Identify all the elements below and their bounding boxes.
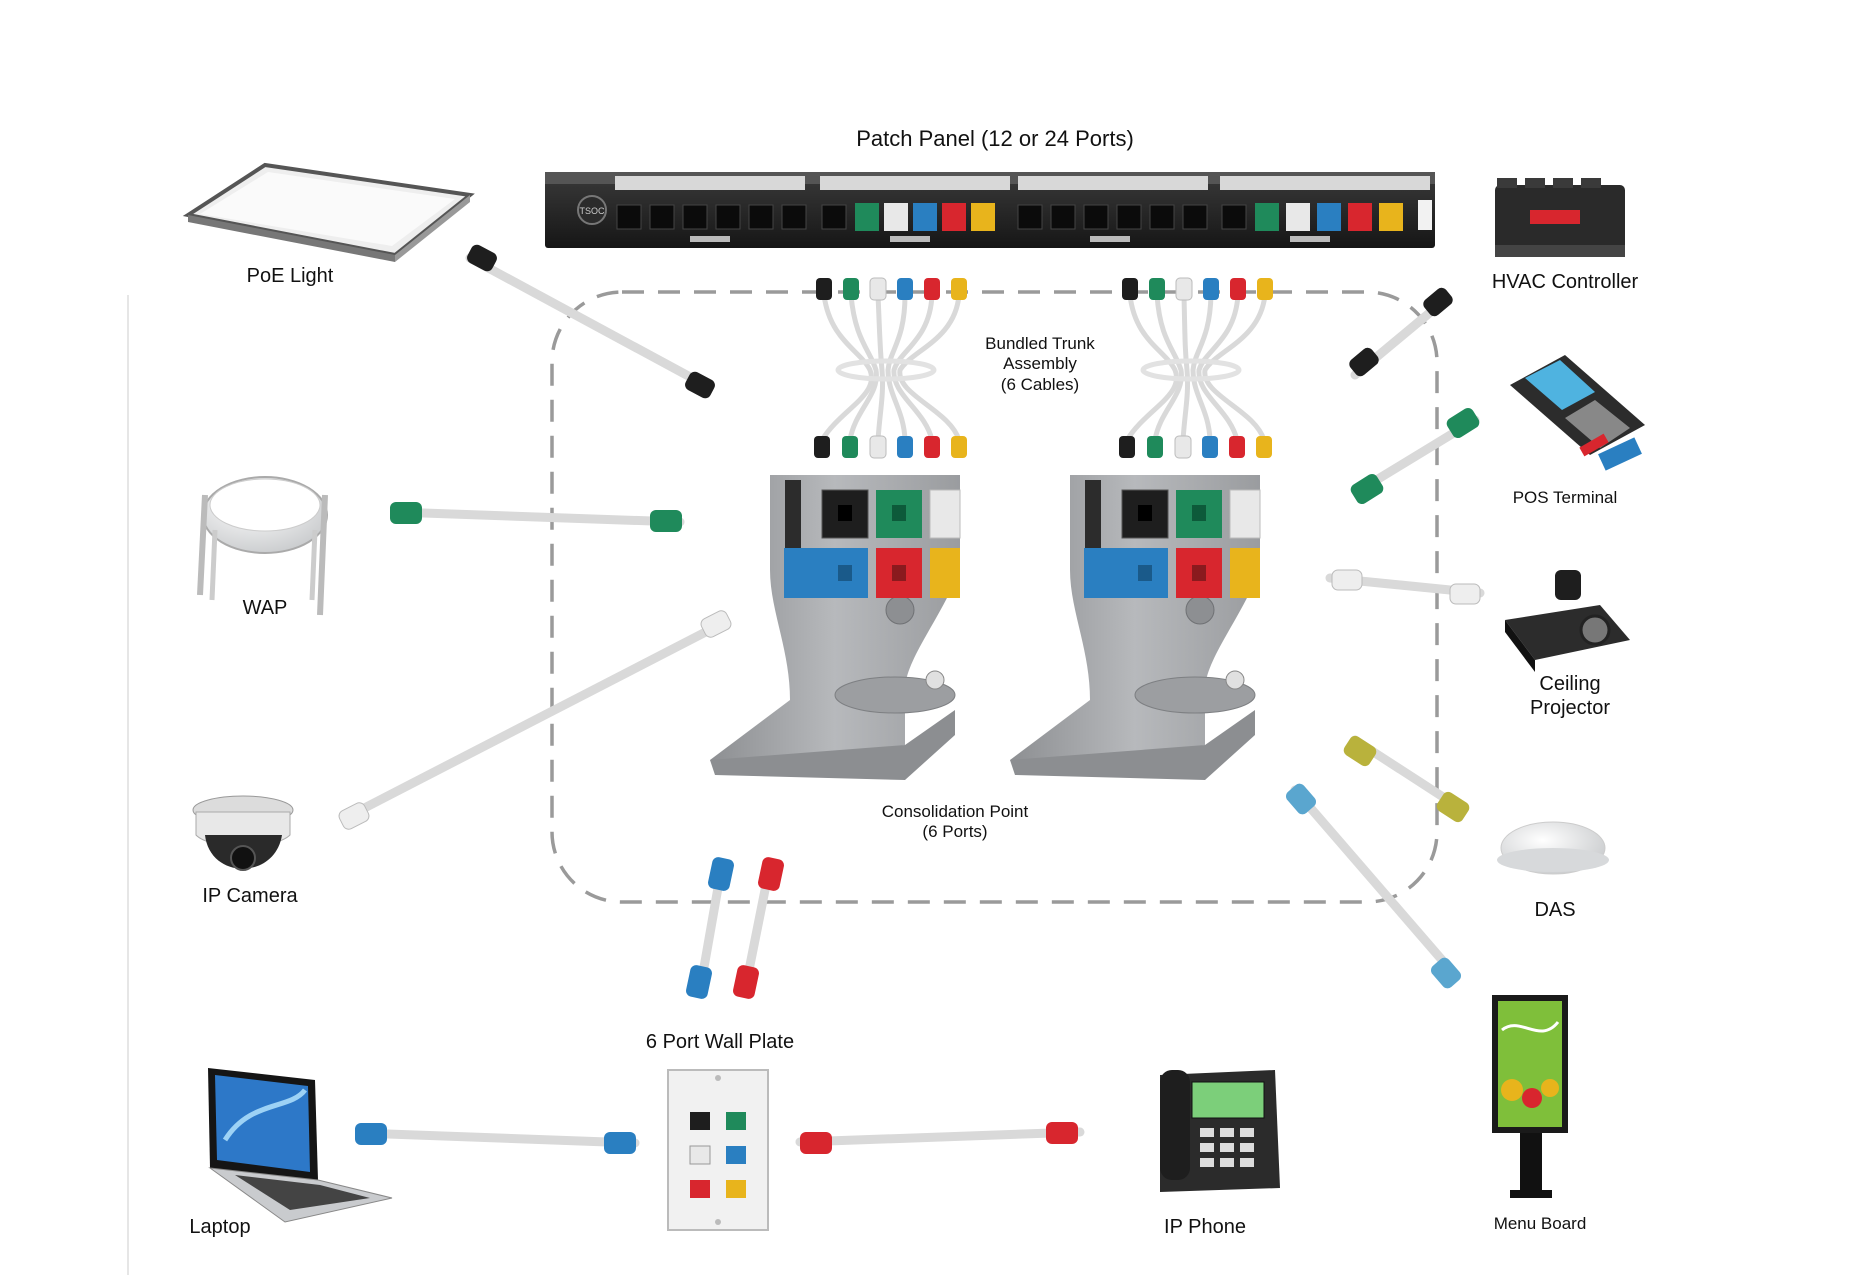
laptop-icon [208, 1068, 393, 1223]
trunk-assembly-left [819, 294, 962, 442]
trunk-assembly-label: Bundled Trunk Assembly (6 Cables) [985, 334, 1095, 394]
trunk-left-top-connectors [816, 277, 967, 301]
trunk-assembly-right [1124, 294, 1268, 442]
pos-terminal-label: POS Terminal [1512, 488, 1618, 507]
ip-camera-label: IP Camera [202, 885, 298, 907]
patch-panel-title: Patch Panel (12 or 24 Ports) [856, 126, 1134, 151]
consolidation-zone-dashed-boundary [550, 290, 1439, 904]
consolidation-point-label: Consolidation Point (6 Ports) [881, 802, 1029, 842]
trunk-right-top-connectors [1122, 277, 1273, 301]
hvac-controller-label: HVAC Controller [1491, 271, 1639, 293]
ceiling-projector-label: Ceiling Projector [1529, 673, 1611, 719]
laptop-label: Laptop [189, 1216, 251, 1238]
ip-phone-label: IP Phone [1164, 1216, 1246, 1238]
das-icon [1497, 821, 1609, 875]
trunk-left-bottom-connectors [814, 435, 967, 459]
ip-phone-icon [1160, 1070, 1280, 1192]
trunk-band-left [835, 358, 937, 382]
menu-board-label: Menu Board [1493, 1214, 1587, 1233]
consolidation-point-left [710, 475, 961, 780]
trunk-band-right [1140, 358, 1242, 382]
ceiling-projector-icon [1505, 570, 1630, 672]
consolidation-point-right [1010, 475, 1261, 780]
trunk-right-bottom-connectors [1119, 435, 1272, 459]
patch-cables [338, 244, 1485, 1154]
svg-text:TSOC: TSOC [579, 206, 605, 216]
patch-panel: TSOC [545, 172, 1435, 248]
poe-light-label: PoE Light [246, 265, 334, 287]
das-label: DAS [1534, 899, 1576, 921]
wap-label: WAP [242, 597, 288, 619]
menu-board-icon [1492, 995, 1568, 1198]
ip-camera-icon [192, 795, 294, 871]
pos-terminal-icon [1510, 355, 1645, 471]
poe-light-icon [182, 162, 475, 262]
wall-plate-title: 6 Port Wall Plate [645, 1031, 795, 1053]
wap-icon [197, 476, 328, 616]
hvac-controller-icon [1495, 178, 1625, 257]
wall-plate-icon [667, 1069, 769, 1231]
